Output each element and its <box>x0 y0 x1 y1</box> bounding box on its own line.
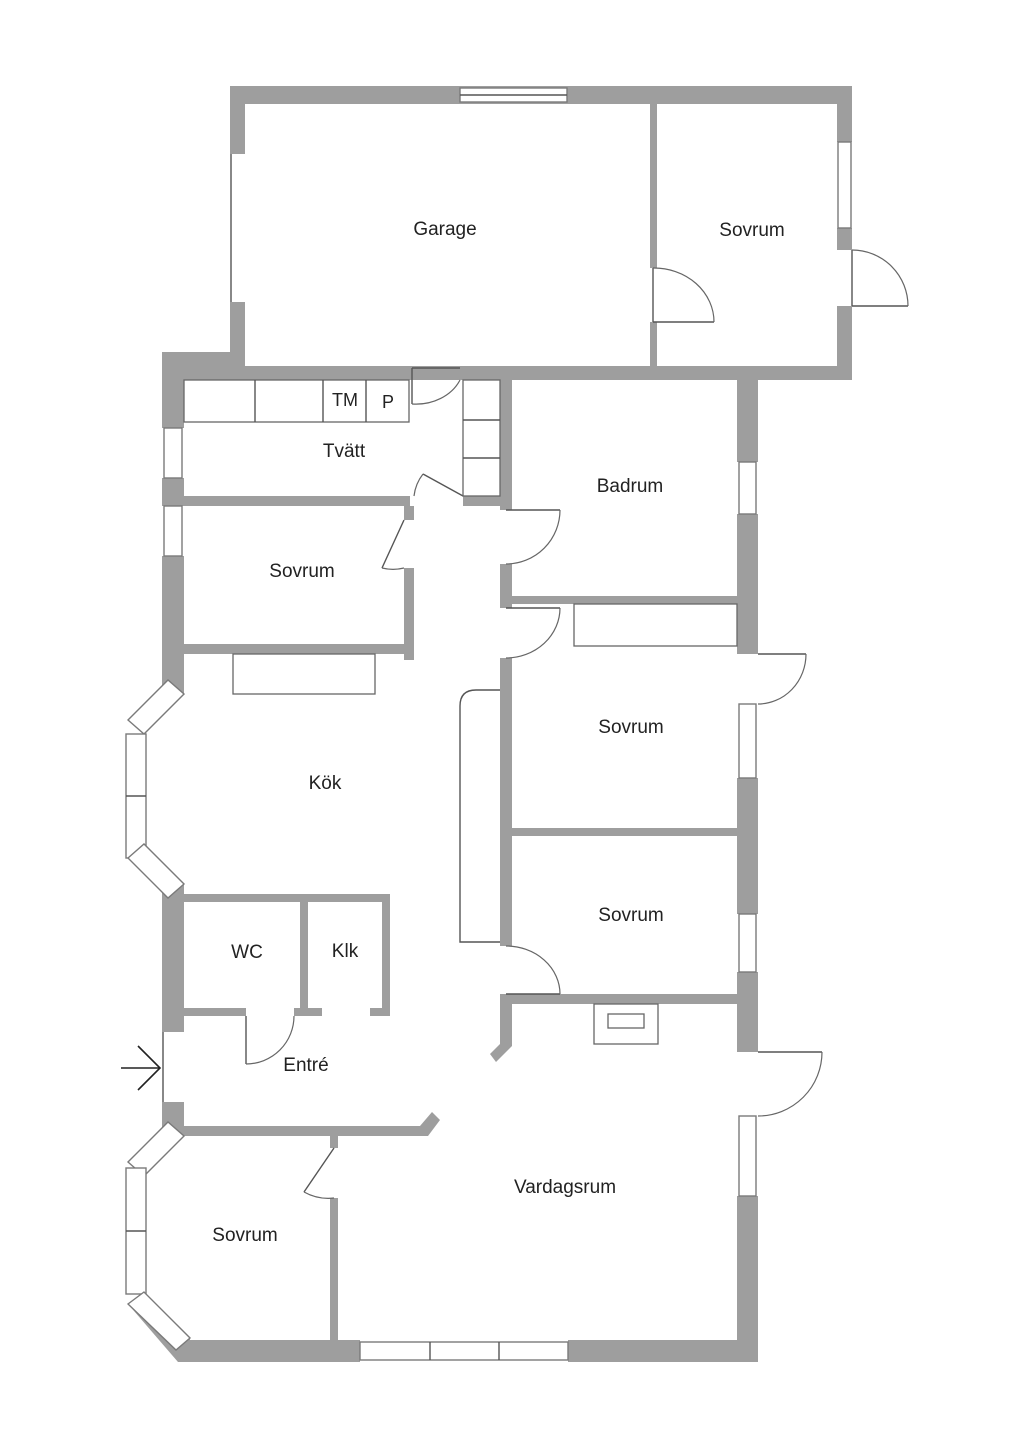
room-label-sovrum-2: Sovrum <box>598 717 663 738</box>
room-label-entre: Entré <box>283 1055 328 1076</box>
openings <box>162 154 232 1102</box>
arrow-right-icon <box>121 1045 162 1091</box>
windows <box>125 87 852 1361</box>
room-label-sovrum-1: Sovrum <box>269 561 334 582</box>
room-label-klk: Klk <box>332 941 359 962</box>
room-label-sovrum-3: Sovrum <box>598 905 663 926</box>
room-label-wc: WC <box>231 942 263 963</box>
room-labels: Garage Sovrum TM P Tvätt Badrum Sovrum S… <box>212 219 784 1246</box>
room-label-p: P <box>382 392 394 412</box>
room-label-sovrum-4: Sovrum <box>212 1225 277 1246</box>
doors <box>245 249 909 1199</box>
room-label-sovrum-garage: Sovrum <box>719 220 784 241</box>
fixtures <box>183 379 738 1045</box>
room-label-garage: Garage <box>413 219 476 240</box>
room-label-badrum: Badrum <box>597 476 664 497</box>
room-label-tm: TM <box>332 390 358 410</box>
room-label-vardagsrum: Vardagsrum <box>514 1177 616 1198</box>
room-label-tvatt: Tvätt <box>323 441 366 462</box>
walls <box>128 86 852 1362</box>
room-label-kok: Kök <box>309 773 342 794</box>
